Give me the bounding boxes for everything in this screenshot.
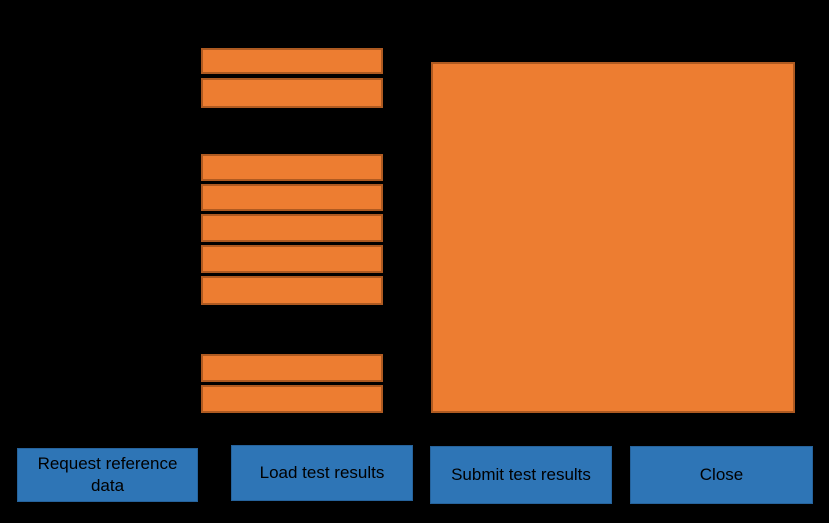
field-bar[interactable] [201,78,383,108]
request-reference-data-button[interactable]: Request reference data [17,448,198,502]
field-bar[interactable] [201,354,383,382]
field-bar[interactable] [201,214,383,242]
field-bar[interactable] [201,154,383,181]
submit-test-results-button[interactable]: Submit test results [430,446,612,504]
close-button[interactable]: Close [630,446,813,504]
field-bar[interactable] [201,385,383,413]
load-test-results-button[interactable]: Load test results [231,445,413,501]
field-bar[interactable] [201,184,383,211]
field-bar[interactable] [201,245,383,273]
field-bar[interactable] [201,276,383,305]
results-panel[interactable] [431,62,795,413]
field-bar[interactable] [201,48,383,74]
